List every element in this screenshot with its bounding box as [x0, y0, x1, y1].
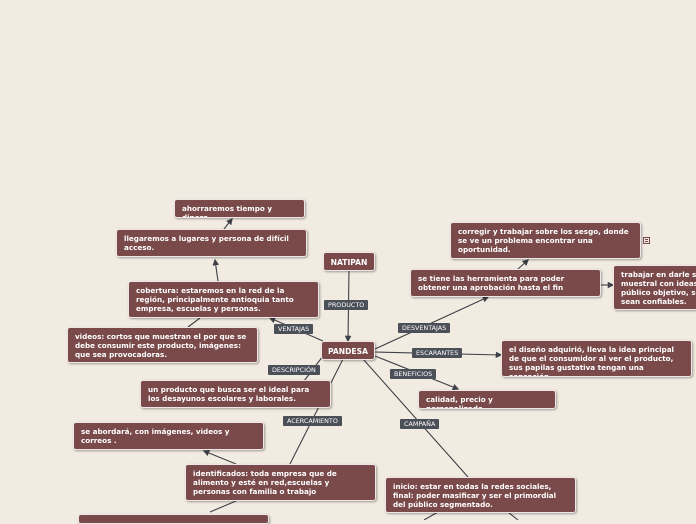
node-natipan[interactable]: NATIPAN	[323, 252, 375, 271]
node-calidad[interactable]: calidad, precio y personalizado	[418, 390, 556, 409]
label-ventajas: VENTAJAS	[274, 324, 314, 334]
label-campana: CAMPAÑA	[400, 419, 440, 429]
node-videos[interactable]: videos: cortos que muestran el por que s…	[67, 327, 258, 363]
label-producto: PRODUCTO	[324, 300, 369, 310]
label-desventajas: DESVENTAJAS	[398, 323, 451, 333]
node-ahorrar[interactable]: ahorraremos tiempo y dinero	[174, 199, 305, 218]
node-cobertura[interactable]: cobertura: estaremos en la red de la reg…	[128, 281, 319, 318]
node-identificados[interactable]: identificados: toda empresa que de alime…	[185, 464, 376, 501]
node-corregir[interactable]: corregir y trabajar sobre los sesgo, don…	[450, 222, 641, 259]
label-escarantes: ESCARANTES	[412, 348, 463, 358]
note-icon[interactable]	[643, 237, 650, 244]
label-acercamiento: ACERCAMIENTO	[283, 416, 342, 426]
node-producto-ideal[interactable]: un producto que busca ser el ideal para …	[140, 380, 331, 408]
node-pandesa[interactable]: PANDESA	[321, 341, 375, 360]
node-llegaremos[interactable]: llegaremos a lugares y persona de difíci…	[116, 229, 307, 257]
node-diseno[interactable]: el diseño adquirió, lleva la idea princi…	[501, 340, 692, 377]
node-inicio[interactable]: inicio: estar en todas la redes sociales…	[385, 477, 576, 513]
label-descripcion: DESCRIPCIÓN	[268, 365, 320, 375]
node-abordara[interactable]: se abordará, con imágenes, videos y corr…	[73, 422, 264, 450]
label-beneficios: BENEFICIOS	[390, 369, 437, 379]
node-herramienta[interactable]: se tiene las herramienta para poder obte…	[410, 269, 601, 297]
node-trabajar[interactable]: trabajar en darle se muestral con ideas …	[613, 265, 696, 310]
node-partial-bottom[interactable]	[78, 514, 269, 524]
